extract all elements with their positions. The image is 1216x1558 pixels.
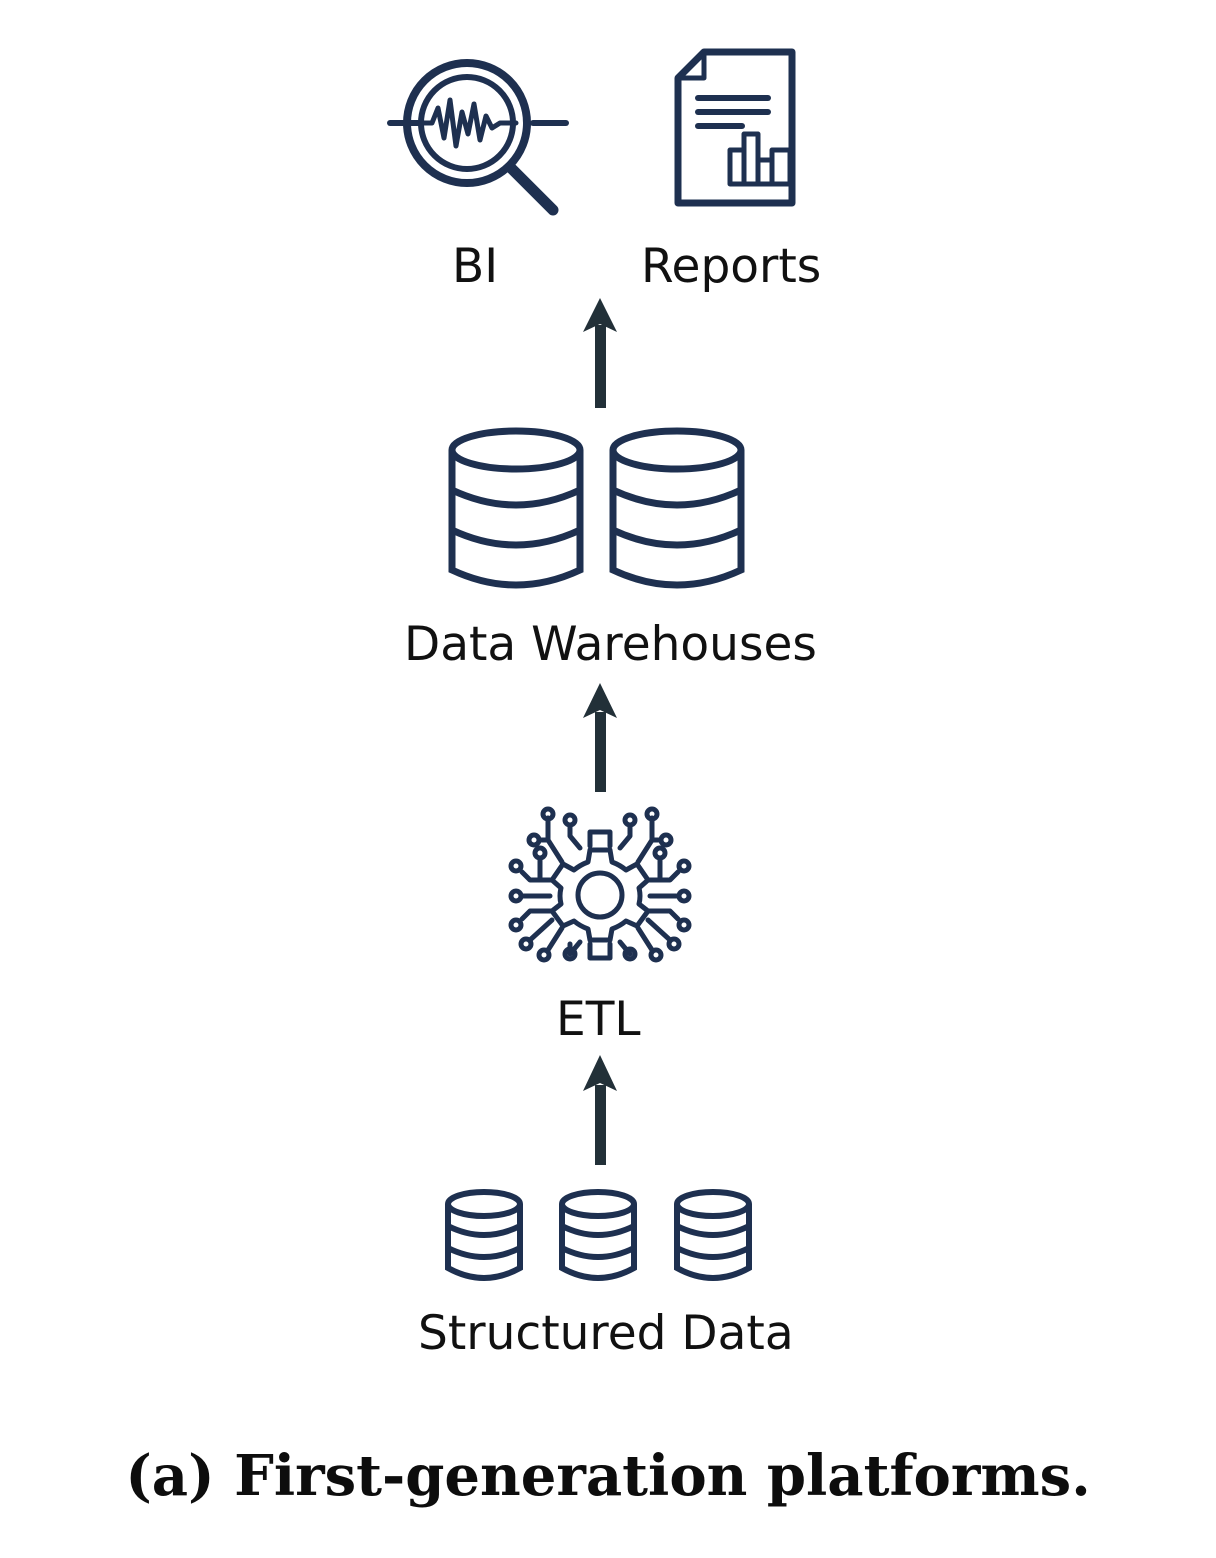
etl-label: ETL <box>556 992 641 1047</box>
structured-database-icon <box>559 1189 637 1281</box>
structured-data-label: Structured Data <box>418 1306 794 1361</box>
structured-database-icon <box>674 1189 752 1281</box>
reports-label: Reports <box>641 239 822 294</box>
figure-caption: (a) First-generation platforms. <box>125 1443 1091 1509</box>
bi-label: BI <box>452 239 499 294</box>
structured-database-icon <box>445 1189 523 1281</box>
arrow-up-icon <box>583 1055 617 1165</box>
warehouse-database-icon <box>448 427 584 589</box>
bi-magnifier-icon <box>387 59 569 216</box>
data-warehouses-label: Data Warehouses <box>404 617 817 672</box>
warehouse-database-icon <box>609 427 745 589</box>
arrow-up-icon <box>583 683 617 792</box>
etl-gear-circuit-icon <box>508 806 692 963</box>
arrow-up-icon <box>583 298 617 408</box>
reports-document-icon <box>674 48 796 207</box>
